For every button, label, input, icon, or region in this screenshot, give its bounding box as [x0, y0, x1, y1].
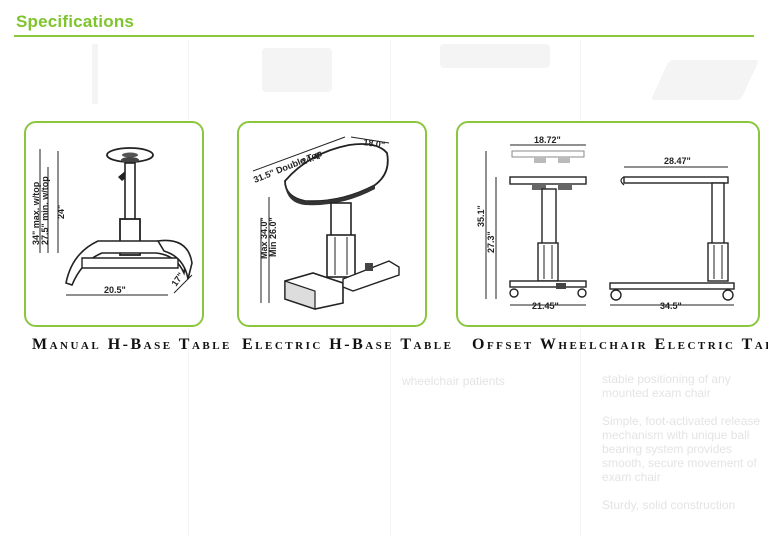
background-table-image	[440, 44, 550, 68]
dim-top-width: 18.0"	[363, 137, 386, 150]
manual-h-base-table-caption: Manual H-Base Table	[32, 336, 232, 353]
dim-top-width: 18.72"	[534, 135, 561, 145]
dim-min-height: 27.3"	[486, 231, 496, 253]
manual-h-base-table-panel: 34" max. w/top 27.5" min. w/top 24" 20.5…	[24, 121, 204, 327]
page-title: Specifications	[16, 12, 135, 31]
background-text-col2: wheelchair patients	[402, 374, 505, 388]
dim-min-height: 27.5" min. w/top	[40, 176, 50, 245]
background-text-line: mounted exam chair	[602, 386, 711, 400]
background-text-line: mechanism with unique ball	[602, 428, 750, 442]
dim-base-length: 34.5"	[660, 301, 682, 311]
offset-wheelchair-electric-table-caption: Offset Wheelchair Electric Table	[472, 336, 768, 353]
background-text-line: Sturdy, solid construction	[602, 498, 736, 512]
background-table-image	[650, 60, 760, 100]
dim-height-max: Max 34.0"	[259, 217, 269, 259]
electric-h-base-table-panel: 31.5" Double Top 24.4" 18.0" Max 34.0" M…	[237, 121, 427, 327]
dim-max-height: 34" max. w/top	[31, 181, 41, 245]
background-text-line	[602, 400, 762, 414]
manual-h-base-table-drawing: 34" max. w/top 27.5" min. w/top 24" 20.5…	[31, 147, 193, 296]
background-text-line: exam chair	[602, 470, 661, 484]
dim-width: 20.5"	[104, 285, 126, 295]
background-text-line	[602, 484, 762, 498]
electric-h-base-table-caption: Electric H-Base Table	[242, 336, 454, 353]
offset-wheelchair-electric-table-drawing: 18.72" 28.47" 35.1" 27.3" 21.45" 34.5"	[476, 135, 735, 311]
dim-base-width: 21.45"	[532, 301, 559, 311]
dim-height-min: Min 26.0"	[268, 217, 278, 257]
electric-h-base-table-drawing: 31.5" Double Top 24.4" 18.0" Max 34.0" M…	[252, 136, 400, 310]
dim-max-height: 35.1"	[476, 205, 486, 227]
background-text-line: bearing system provides	[602, 442, 733, 456]
offset-wheelchair-electric-table-panel: 18.72" 28.47" 35.1" 27.3" 21.45" 34.5"	[456, 121, 760, 327]
dim-side-width: 28.47"	[664, 156, 691, 166]
background-table-image	[92, 44, 98, 104]
background-text-line: Simple, foot-activated release	[602, 414, 761, 428]
background-text-line: stable positioning of any	[602, 372, 731, 386]
background-text-line: smooth, secure movement of	[602, 456, 757, 470]
background-table-image	[262, 48, 332, 92]
dim-column: 24"	[56, 205, 66, 219]
title-divider	[14, 35, 754, 37]
